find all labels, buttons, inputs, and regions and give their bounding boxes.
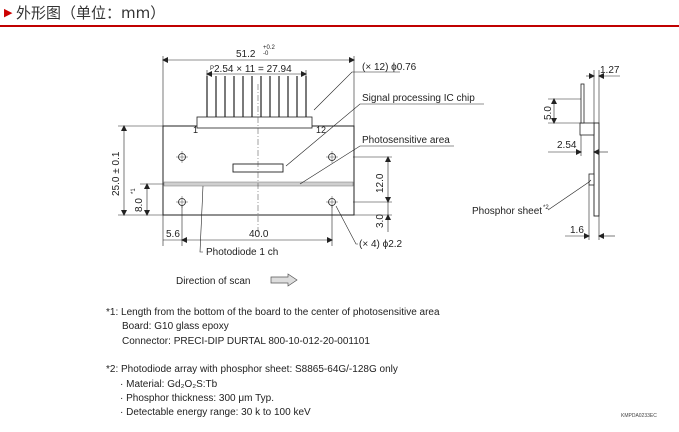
dim-side-254: 2.54 <box>557 140 577 151</box>
pin-label-last: 12 <box>316 125 326 135</box>
pin-label-first: 1 <box>193 125 198 135</box>
label-phosphor-note: *2 <box>543 205 549 211</box>
dim-pitch-p: P <box>210 66 214 72</box>
note-1-line-1: *1: Length from the bottom of the board … <box>106 307 440 318</box>
label-photodiode: Photodiode 1 ch <box>206 247 278 258</box>
side-connector <box>579 122 595 136</box>
side-board <box>593 122 600 217</box>
note-2-line-2: · Material: Gd₂O₂S:Tb <box>120 378 218 390</box>
dim-height: 25.0 ± 0.1 <box>111 151 122 196</box>
label-ic-chip: Signal processing IC chip <box>362 93 475 104</box>
dim-side-127: 1.27 <box>600 65 620 76</box>
note-1-line-2: Board: G10 glass epoxy <box>122 321 229 333</box>
page-title: 外形图（单位：mm） <box>16 4 166 22</box>
dim-side-16: 1.6 <box>570 225 584 236</box>
label-scan-direction: Direction of scan <box>176 276 250 287</box>
notes-block: *1: Length from the bottom of the board … <box>106 306 440 421</box>
dim-hole-bottom: 3.0 <box>375 214 386 228</box>
dim-sensor-offset-note: *1 <box>131 188 137 194</box>
dim-width-tol-minus: -0 <box>263 51 269 57</box>
dim-holes: (× 4) ϕ2.2 <box>359 239 403 250</box>
label-photosensitive: Photosensitive area <box>362 135 450 146</box>
dim-hole-vertical: 12.0 <box>375 173 386 193</box>
dim-sensor-offset: 8.0 <box>134 198 145 212</box>
label-phosphor: Phosphor sheet <box>472 206 542 217</box>
note-spacer <box>106 349 440 363</box>
dim-pin-dia: (× 12) ϕ0.76 <box>362 62 417 73</box>
connector-block <box>196 116 313 129</box>
dim-pitch: 2.54 × 11 = 27.94 <box>214 64 292 75</box>
dim-width: 51.2 <box>236 49 256 60</box>
side-pin <box>580 83 585 124</box>
dim-width-tol-plus: +0.2 <box>263 45 276 51</box>
scan-arrow-icon <box>270 273 298 287</box>
note-2-line-1: *2: Photodiode array with phosphor sheet… <box>106 364 398 376</box>
photosensitive-strip <box>163 181 354 187</box>
bullet-arrow-icon: ▶ <box>4 7 13 19</box>
dim-edge: 5.6 <box>166 229 180 240</box>
dim-hole-span: 40.0 <box>249 229 269 240</box>
note-1-line-3: Connector: PRECI-DIP DURTAL 800-10-012-2… <box>122 335 370 347</box>
header-divider <box>0 25 679 27</box>
side-phosphor-sheet <box>588 173 595 186</box>
dim-side-50: 5.0 <box>543 106 554 120</box>
drawing-code: KMPDA0233EC <box>621 413 657 419</box>
page-header: ▶ 外形图（单位：mm） <box>0 0 679 27</box>
note-2-line-3: · Phosphor thickness: 300 μm Typ. <box>120 393 274 405</box>
note-2-line-4: · Detectable energy range: 30 k to 100 k… <box>120 407 311 419</box>
connector-pins <box>206 76 307 117</box>
